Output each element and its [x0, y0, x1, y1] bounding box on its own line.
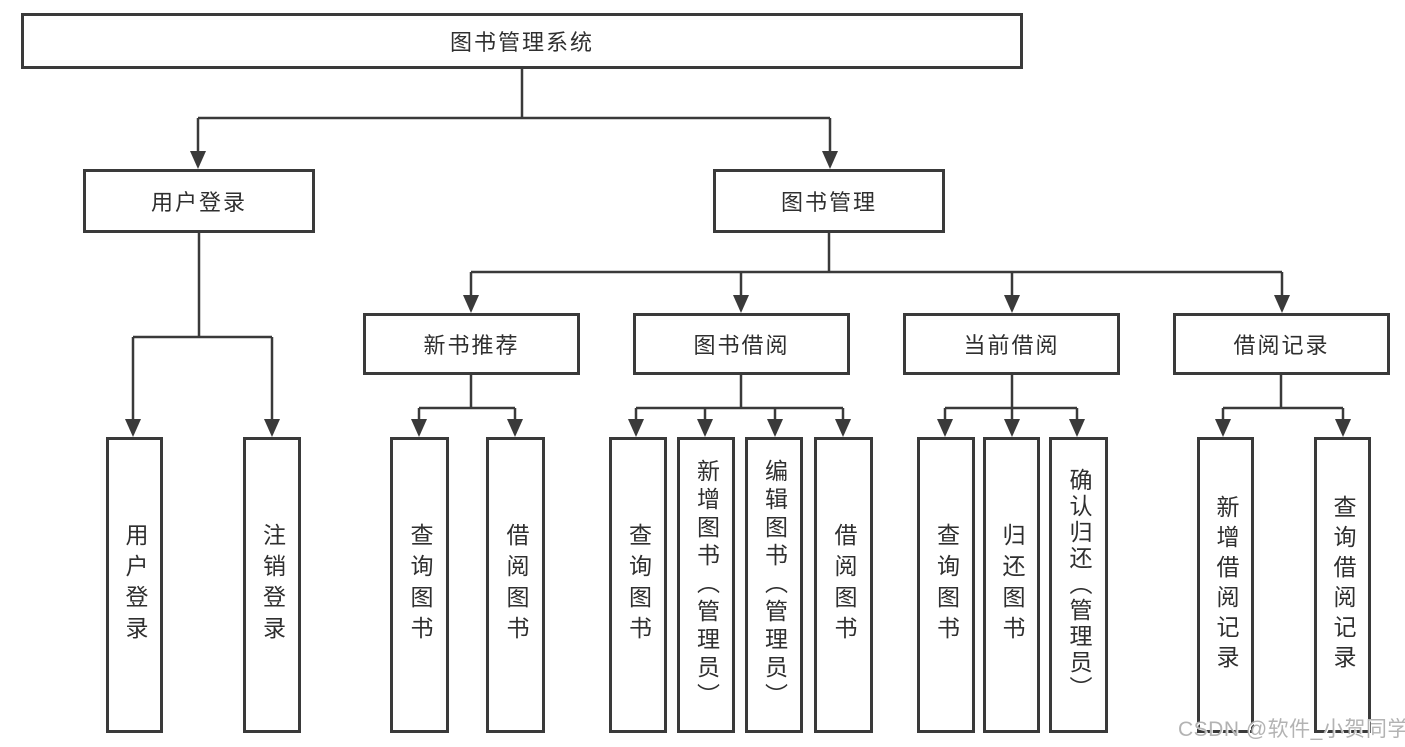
node-library-management-system: 图书管理系统	[21, 13, 1023, 69]
connector-root-to-level2	[196, 69, 832, 153]
node-current-borrowing: 当前借阅	[903, 313, 1120, 375]
leaf-label: 归还图书	[999, 523, 1025, 647]
arrowhead-bb-borrow	[835, 419, 851, 437]
arrowhead-login	[125, 419, 141, 437]
csdn-watermark: CSDN @软件_小贺同学	[1178, 718, 1405, 741]
arrowhead-bb-edit	[767, 419, 783, 437]
connector-book-borrow-children	[634, 375, 845, 421]
leaf-label: 用户登录	[122, 523, 148, 647]
arrowhead-cb-query	[937, 419, 953, 437]
arrowhead-br-query	[1335, 419, 1351, 437]
connector-current-borrow-children	[943, 375, 1079, 421]
node-user-login: 用户登录	[83, 169, 315, 233]
arrowhead-nbr-query	[411, 419, 427, 437]
arrowhead-cb-return	[1004, 419, 1020, 437]
leaf-label: 编辑图书（管理员）	[761, 459, 788, 711]
arrowhead-borrow-record	[1274, 295, 1290, 313]
leaf-label: 查询借阅记录	[1330, 495, 1356, 675]
node-leaf-br-query-record: 查询借阅记录	[1314, 437, 1371, 733]
node-borrowing-records: 借阅记录	[1173, 313, 1390, 375]
arrowhead-user-login	[190, 151, 206, 169]
node-leaf-user-login: 用户登录	[106, 437, 163, 733]
node-leaf-cb-confirm-return-admin: 确认归还（管理员）	[1049, 437, 1108, 733]
node-book-management: 图书管理	[713, 169, 945, 233]
leaf-label: 借阅图书	[503, 523, 529, 647]
connector-user-login-children	[131, 233, 274, 421]
node-leaf-bb-add-books-admin: 新增图书（管理员）	[677, 437, 735, 733]
leaf-label: 查询图书	[407, 523, 433, 647]
arrowhead-nbr-borrow	[507, 419, 523, 437]
connector-new-book-rec-children	[417, 375, 517, 421]
leaf-label: 新增图书（管理员）	[693, 459, 720, 711]
connector-book-management-children	[469, 233, 1284, 297]
arrowhead-bb-query	[628, 419, 644, 437]
node-leaf-bb-borrow-books: 借阅图书	[814, 437, 873, 733]
arrowhead-cb-confirm	[1069, 419, 1085, 437]
node-leaf-bb-edit-books-admin: 编辑图书（管理员）	[745, 437, 803, 733]
connector-borrow-record-children	[1221, 375, 1345, 421]
leaf-label: 借阅图书	[831, 523, 857, 647]
node-leaf-br-add-record: 新增借阅记录	[1197, 437, 1254, 733]
node-leaf-cb-query-books: 查询图书	[917, 437, 975, 733]
node-leaf-cb-return-books: 归还图书	[983, 437, 1040, 733]
leaf-label: 新增借阅记录	[1213, 495, 1239, 675]
node-leaf-bb-query-books: 查询图书	[609, 437, 667, 733]
arrowhead-current-borrow	[1004, 295, 1020, 313]
node-leaf-nbr-borrow-books: 借阅图书	[486, 437, 545, 733]
leaf-label: 查询图书	[625, 523, 652, 647]
arrowhead-book-management	[822, 151, 838, 169]
arrowhead-br-add	[1215, 419, 1231, 437]
node-leaf-logout: 注销登录	[243, 437, 301, 733]
leaf-label: 注销登录	[259, 523, 286, 647]
node-new-book-recommend: 新书推荐	[363, 313, 580, 375]
arrowhead-new-book-rec	[463, 295, 479, 313]
arrowhead-bb-add	[697, 419, 713, 437]
leaf-label: 查询图书	[933, 523, 960, 647]
leaf-label: 确认归还（管理员）	[1066, 468, 1092, 702]
node-leaf-nbr-query-books: 查询图书	[390, 437, 449, 733]
node-book-borrowing: 图书借阅	[633, 313, 850, 375]
arrowhead-logout	[264, 419, 280, 437]
arrowhead-book-borrow	[733, 295, 749, 313]
